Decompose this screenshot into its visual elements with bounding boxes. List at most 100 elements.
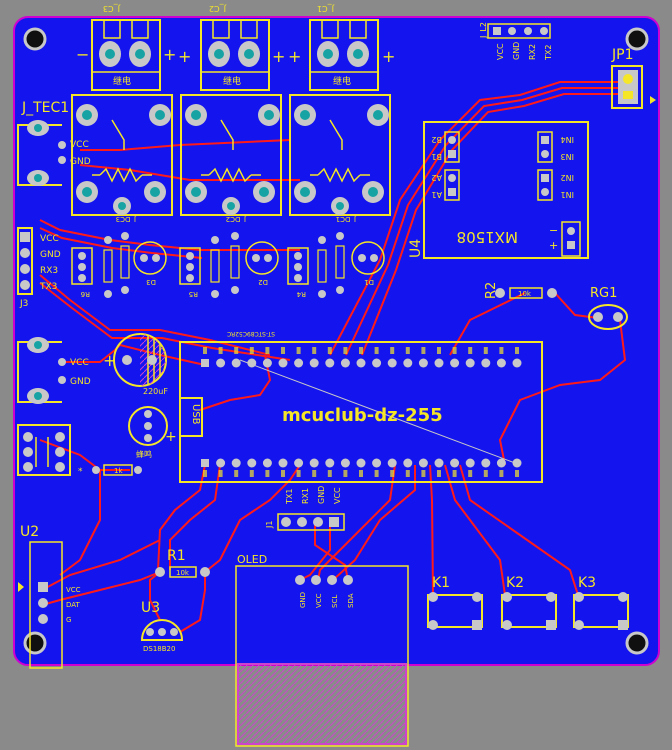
j3-pin-gnd: GND (40, 250, 61, 260)
screw-tag-jc1: J_C1 (317, 4, 335, 13)
oled-pin-vcc: VCC (315, 593, 323, 608)
screw-caption-3: 继电 (333, 75, 351, 87)
buzzer-plus: + (165, 429, 177, 445)
relay-tags: J_DC3 J_DC2 J_DC1 (116, 215, 357, 223)
u3-sensor: U3 DS18B20 (140, 600, 184, 653)
r2-label: R2 (484, 282, 499, 299)
screw-caption-1: 继电 (113, 75, 131, 87)
j3-pin-vcc: VCC (40, 234, 59, 244)
mcu-board: ST-STC89C52RC USB mcuclub-dz-255 (179, 330, 543, 483)
u4-pin-b1: B1 (431, 152, 442, 161)
key-label: K1 (432, 575, 450, 591)
screw-minus-1: − (76, 45, 89, 64)
jp1-label: JP1 (611, 47, 633, 63)
screw-terminal-2 (200, 19, 270, 91)
oled-label: OLED (237, 553, 267, 566)
power-connector: VCC GND (17, 337, 91, 404)
key-1: K1 (427, 575, 483, 630)
cap-value: 220uF (143, 387, 168, 396)
relay-1 (289, 94, 391, 216)
u4-chip: MX1508 (457, 228, 518, 246)
screw-plus-3b: + (382, 47, 395, 66)
r1-label: R1 (167, 548, 186, 564)
screw-terminal-1 (309, 19, 379, 91)
jl2-pin-vcc: VCC (496, 43, 505, 60)
r-small-value: 1k (114, 467, 123, 475)
u2-module: U2 VCC DAT G (18, 524, 81, 669)
u4-pin-in2: IN2 (561, 173, 574, 182)
u4-plus: + (549, 239, 558, 252)
header-j3: VCC GND RX3 TX3 J3 (17, 227, 61, 309)
usb-label: USB (190, 404, 201, 425)
led-tag: D3 (146, 278, 156, 286)
u4-driver: B2 B1 A2 A1 IN4 IN3 IN2 IN1 MX1508 − + U… (408, 121, 589, 259)
u4-pin-a2: A2 (431, 173, 442, 182)
j-tec1-label: J_TEC1 (21, 100, 69, 116)
jp1-connector: JP1 (611, 47, 656, 109)
oled-module: OLED GND VCC SCL SDA (235, 553, 409, 747)
res-tag: R6 (80, 290, 90, 298)
u4-pin-in4: IN4 (561, 135, 574, 144)
push-buttons: K1 K2 K3 (427, 575, 629, 630)
r2-resistor: R2 10k (484, 282, 557, 299)
screw-tag-jc3: J_C3 (103, 4, 121, 13)
screw-caption-2: 继电 (223, 75, 241, 87)
power-gnd: GND (70, 377, 91, 387)
j1-pin-vcc: VCC (333, 487, 342, 504)
jl2-name: J_L2 (479, 22, 488, 39)
screw-plus-2b: + (272, 47, 285, 66)
jl2-pin-gnd: GND (512, 42, 521, 60)
r2-value: 10k (518, 290, 532, 298)
r1-resistor: R1 10k (155, 548, 210, 578)
u4-pin-b2: B2 (431, 135, 442, 144)
led-group-3: R6 D3 (71, 232, 167, 298)
screw-plus-3: + (288, 47, 301, 66)
key-label: K3 (578, 575, 596, 591)
led-tag: D1 (364, 278, 374, 286)
relay-3 (71, 94, 173, 216)
u4-pin-in1: IN1 (561, 190, 574, 199)
j-tec1-connector: J_TEC1 VCC GND (17, 100, 91, 186)
capacitor-220uf: + 220uF (103, 333, 168, 396)
j1-pin-tx1: TX1 (285, 489, 294, 505)
relay-blocks (71, 94, 391, 216)
screw-terminal-labels: J_C3 J_C2 J_C1 继电 继电 继电 − + + + + + (76, 4, 395, 87)
power-vcc: VCC (70, 358, 89, 368)
u4-label: U4 (408, 239, 424, 258)
cap-plus: + (103, 351, 116, 370)
r1-value: 10k (176, 569, 190, 577)
header-j1: TX1 RX1 GND VCC J1 (265, 486, 345, 531)
key-3: K3 (573, 575, 629, 630)
oled-pin-sda: SDA (347, 593, 355, 608)
screw-terminal-3 (91, 19, 161, 91)
relay-tag-2: J_DC2 (226, 215, 247, 223)
rg1-sensor: RG1 (588, 286, 628, 330)
svg-text:*: * (78, 467, 83, 477)
key-2: K2 (501, 575, 557, 630)
screw-plus-1: + (163, 45, 176, 64)
j1-pin-gnd: GND (317, 486, 326, 504)
jl2-pin-tx2: TX2 (544, 45, 553, 61)
relay-tag-1: J_DC1 (336, 215, 357, 223)
j1-name: J1 (265, 521, 274, 529)
j3-name: J3 (19, 299, 28, 309)
res-tag: R5 (189, 290, 198, 298)
oled-pin-scl: SCL (331, 595, 339, 608)
oled-pin-gnd: GND (299, 592, 307, 608)
rg1-label: RG1 (590, 286, 617, 301)
mcu-top-caption: ST-STC89C52RC (227, 330, 275, 337)
u2-pin-g: G (66, 616, 71, 624)
relay-2 (180, 94, 282, 216)
j1-pin-rx1: RX1 (301, 488, 310, 504)
screw-terminals (91, 19, 379, 91)
jl2-pin-rx2: RX2 (528, 44, 537, 60)
u2-pin-dat: DAT (66, 601, 81, 609)
switch-block (17, 424, 71, 476)
u4-pin-in3: IN3 (561, 152, 574, 161)
u3-label: U3 (141, 600, 160, 616)
u3-part: DS18B20 (143, 645, 175, 653)
